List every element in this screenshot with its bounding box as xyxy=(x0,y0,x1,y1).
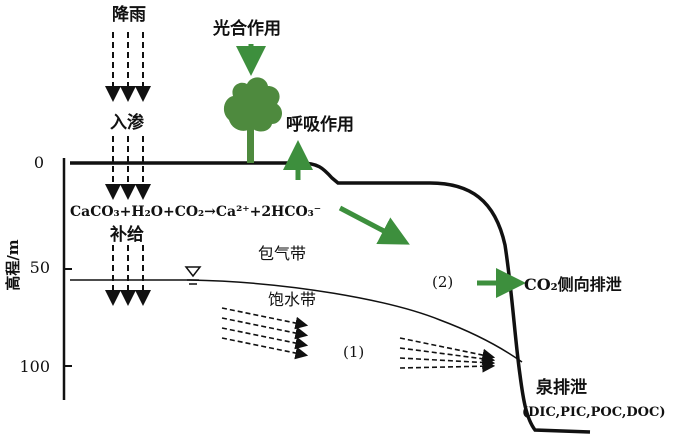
groundwater-flow-arrows-right xyxy=(399,337,496,373)
rain-label: 降雨 xyxy=(112,4,146,25)
saturated-zone-label: 饱水带 xyxy=(268,290,316,309)
recharge-label: 补给 xyxy=(109,224,144,245)
groundwater-flow-arrows-left xyxy=(221,307,309,360)
infiltration-arrows xyxy=(105,136,151,200)
axis-tick-label-100: 100 xyxy=(19,357,50,376)
ground-surface xyxy=(70,161,591,434)
axis-tick-label-50: 50 xyxy=(30,258,50,277)
water-table-line xyxy=(70,279,523,363)
spring-discharge-label: 泉排泄 xyxy=(535,377,587,398)
photosynthesis-label: 光合作用 xyxy=(212,18,281,39)
vadose-zone-label: 包气带 xyxy=(258,244,306,263)
axis-title: 高程/m xyxy=(4,239,22,290)
tree-icon xyxy=(223,77,283,163)
axis-tick-label-0: 0 xyxy=(34,153,44,172)
karst-equation: CaCO₃+H₂O+CO₂→Ca²⁺+2HCO₃⁻ xyxy=(70,204,321,220)
co2-outgassing-arrow xyxy=(338,205,410,245)
water-table-icon xyxy=(184,266,202,285)
respiration-label: 呼吸作用 xyxy=(286,114,354,135)
path-2-label: (2) xyxy=(432,273,453,291)
infiltration-label: 入渗 xyxy=(110,112,145,133)
spring-carbon-forms-label: (DIC,PIC,POC,DOC) xyxy=(522,405,666,420)
recharge-arrows xyxy=(105,245,151,306)
rain-arrows xyxy=(105,32,151,102)
path-1-label: (1) xyxy=(343,343,364,361)
co2-lateral-label: CO₂侧向排泄 xyxy=(524,275,622,294)
